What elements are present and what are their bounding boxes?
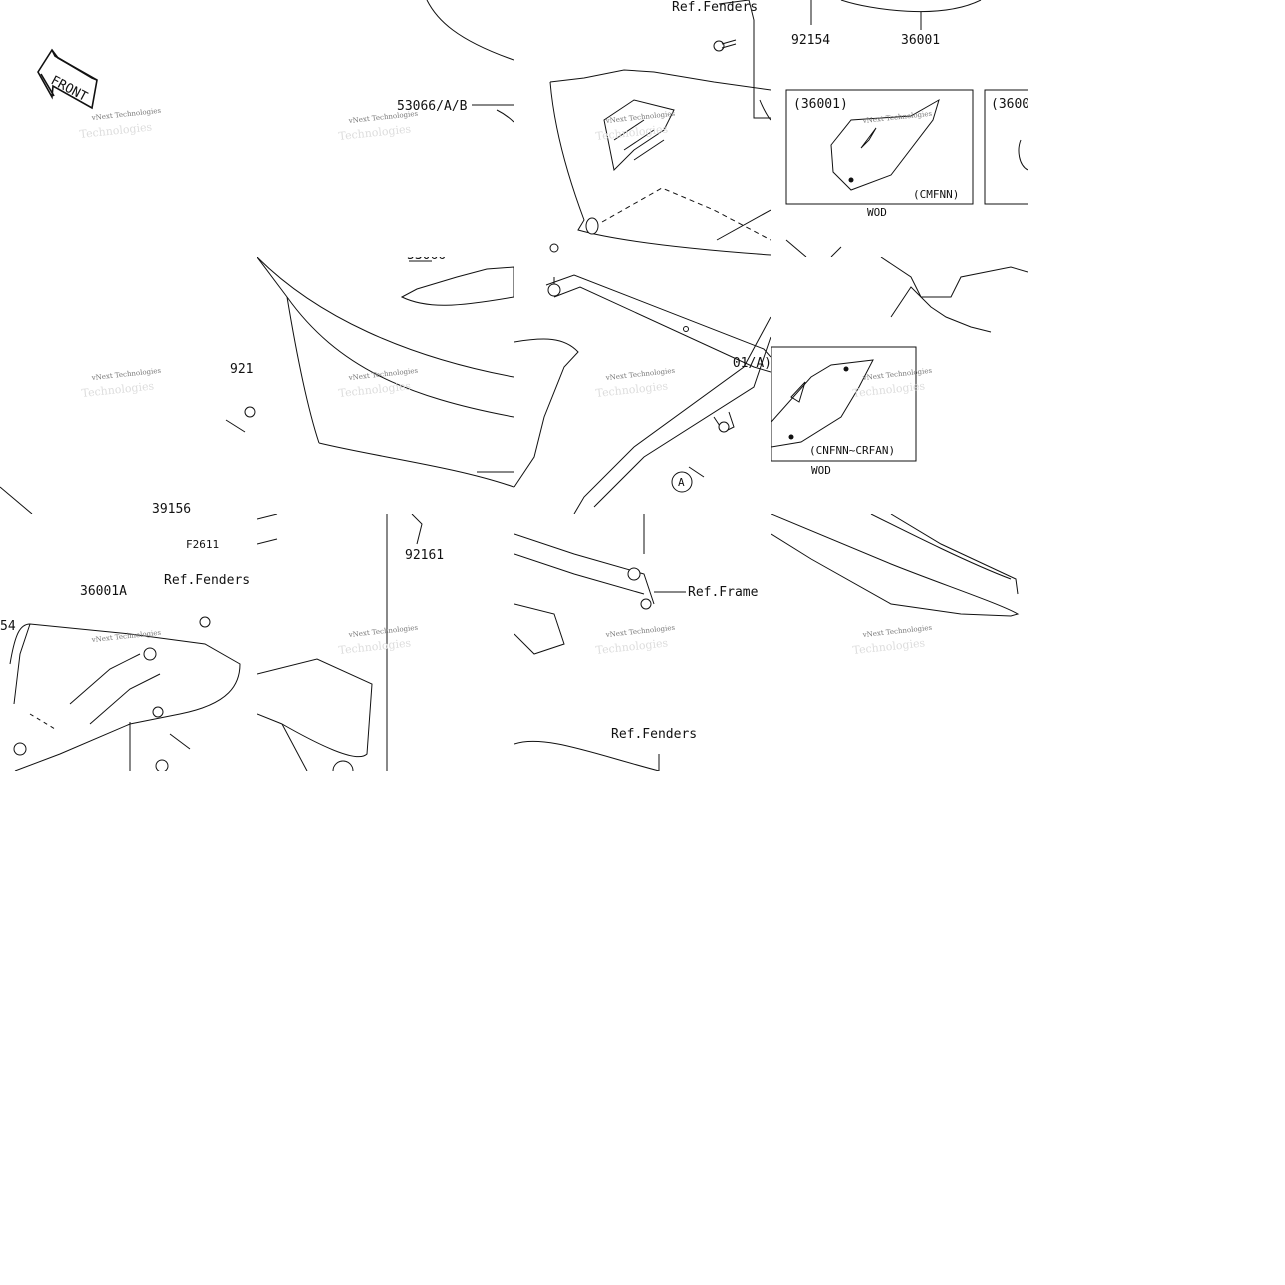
part-label-53066: 53066/A/B xyxy=(397,99,468,114)
part-label-36001a-partial: 01/A) xyxy=(733,356,771,371)
tile-seat-left: 921 39156 vNext Technologies Technologie… xyxy=(0,257,257,514)
bolt-icon xyxy=(547,283,730,433)
front-arrow-icon xyxy=(37,48,98,110)
tile-front-arrow: FRONT vNext Technologies Technologies xyxy=(0,0,257,257)
reference-marker-a xyxy=(332,760,354,771)
screw-icon xyxy=(13,616,211,771)
tile-36001a-inset: (CNFNN~CRFAN) WOD vNext Technologies Tec… xyxy=(771,257,1028,514)
frame-drawing: Ref.Frame Ref.Fenders vNext Technologies… xyxy=(514,514,759,771)
inset-36001a-drawing: (CNFNN~CRFAN) WOD vNext Technologies Tec… xyxy=(771,257,1028,477)
watermark: Technologies xyxy=(81,379,155,400)
inset-box xyxy=(785,89,974,205)
tile-frame-bracket: 01/A) A vNext Technologies Technologies xyxy=(514,257,771,514)
frame-bracket-drawing: 01/A) A vNext Technologies Technologies xyxy=(514,274,771,514)
watermark: Technologies xyxy=(852,379,926,400)
ref-frame-label: Ref.Frame xyxy=(688,585,759,600)
f2611-label: F2611 xyxy=(186,538,219,551)
watermark: Technologies xyxy=(79,120,153,141)
inset-label-36001: (36001) xyxy=(793,97,848,112)
bracket-92161-drawing: 92161 vNext Technologies Technologies xyxy=(257,514,444,771)
tile-fender: vNext Technologies Technologies xyxy=(771,514,1028,771)
inset-label-36001-partial: (3600 xyxy=(991,97,1028,112)
part-label-36001a: 36001A xyxy=(80,584,127,599)
inset-box xyxy=(771,346,917,462)
side-cover-drawing: Ref.Fenders vNext Technologies Technolog… xyxy=(549,0,771,256)
bolt-hole xyxy=(848,177,854,183)
model-code-cmfnn: (CMFNN) xyxy=(913,188,959,201)
watermark: Technologies xyxy=(338,379,412,400)
wod-label: WOD xyxy=(811,464,831,477)
inset-36001-drawing: 92154 36001 (36001) (3600 (CMFNN) WOD vN… xyxy=(785,0,1028,257)
watermark: Technologies xyxy=(595,122,669,143)
ref-fenders-label: Ref.Fenders xyxy=(672,0,758,15)
tile-side-cover: Ref.Fenders vNext Technologies Technolog… xyxy=(514,0,771,257)
part-label-53066-partial: 53066 xyxy=(407,257,446,263)
wod-label: WOD xyxy=(867,206,887,219)
seat-drawing: 53066/A/B vNext Technologies Technologie… xyxy=(338,0,514,143)
part-label-92154-partial-b: 54 xyxy=(0,619,16,634)
watermark: Technologies xyxy=(595,379,669,400)
bolt-hole xyxy=(788,434,794,440)
tile-36001-inset: 92154 36001 (36001) (3600 (CMFNN) WOD vN… xyxy=(771,0,1028,257)
seat-left-drawing: 921 39156 vNext Technologies Technologie… xyxy=(0,257,256,514)
ref-fenders-label: Ref.Fenders xyxy=(164,573,250,588)
model-code-cnfnn-crfan: (CNFNN~CRFAN) xyxy=(809,444,895,457)
tile-36001a-cover: F2611 36001A Ref.Fenders 54 vNext Techno… xyxy=(0,514,257,771)
ref-fenders-label: Ref.Fenders xyxy=(611,727,697,742)
bolt-hole xyxy=(843,366,849,372)
inset-box xyxy=(984,89,1028,205)
watermark: Technologies xyxy=(338,122,412,143)
watermark: Technologies xyxy=(595,636,669,657)
tile-seat-main: 53066 vNext Technologies Technologies xyxy=(257,257,514,514)
tile-seat-top: 53066/A/B vNext Technologies Technologie… xyxy=(257,0,514,257)
cover-36001a-drawing: F2611 36001A Ref.Fenders 54 vNext Techno… xyxy=(0,538,250,771)
tile-92161: 92161 vNext Technologies Technologies xyxy=(257,514,514,771)
screw-icon xyxy=(244,406,256,418)
part-label-36001: 36001 xyxy=(901,33,940,48)
watermark: Technologies xyxy=(852,636,926,657)
part-label-92154-partial: 921 xyxy=(230,362,253,377)
tile-ref-frame: Ref.Frame Ref.Fenders vNext Technologies… xyxy=(514,514,771,771)
screw-icon xyxy=(549,39,737,253)
part-label-92161: 92161 xyxy=(405,548,444,563)
bolt-icon xyxy=(627,567,652,610)
reference-marker-a xyxy=(671,471,693,493)
seat-main-drawing: 53066 vNext Technologies Technologies xyxy=(257,257,514,488)
reference-marker-a-label: A xyxy=(678,476,685,489)
front-arrow-drawing: FRONT vNext Technologies Technologies xyxy=(37,48,162,141)
front-label: FRONT xyxy=(48,73,90,105)
part-label-92154: 92154 xyxy=(791,33,830,48)
part-label-39156: 39156 xyxy=(152,502,191,514)
watermark: vNext Technologies xyxy=(861,110,932,125)
fender-drawing: vNext Technologies Technologies xyxy=(771,514,1020,657)
watermark: Technologies xyxy=(338,636,412,657)
